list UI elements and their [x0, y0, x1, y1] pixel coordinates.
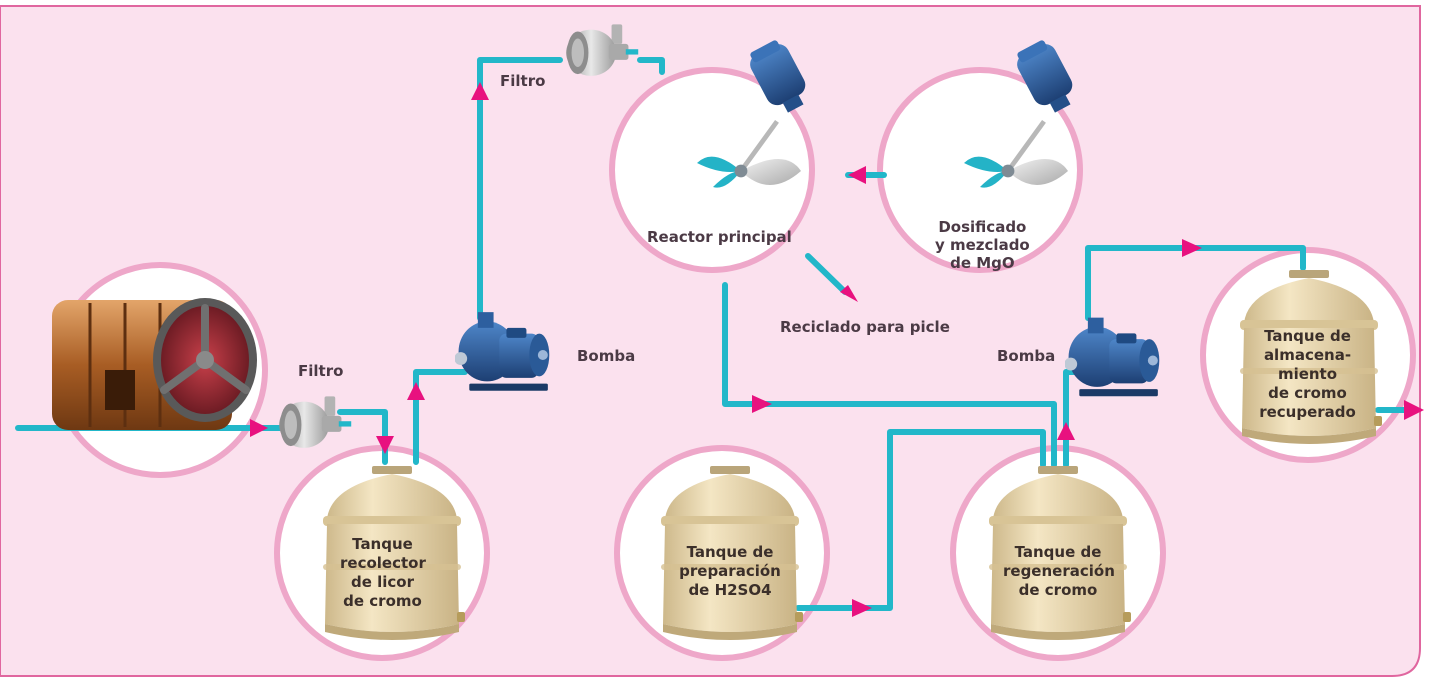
- bomba-label-2: Bomba: [997, 347, 1056, 365]
- flow-arrows: [250, 82, 1424, 617]
- pipe-tank-to-pump1: [413, 369, 468, 465]
- bomba-label-1: Bomba: [577, 347, 636, 365]
- filtro-label-1: Filtro: [298, 362, 344, 380]
- tanque-h2so4-label: Tanque de preparación de H2SO4: [679, 543, 781, 599]
- filtro-label-2: Filtro: [500, 72, 546, 90]
- arrow-up: [471, 82, 489, 100]
- tanque-recolector-label: Tanque recolector de licor de cromo: [340, 535, 426, 610]
- pipe-reactor-recycle: [805, 253, 848, 295]
- reciclado-label: Reciclado para picle: [780, 318, 950, 336]
- tanning-drum-icon: [52, 298, 257, 430]
- arrow-up: [407, 382, 425, 400]
- arrow-left: [848, 166, 866, 184]
- arrow-right: [1404, 400, 1424, 420]
- arrow-down: [376, 436, 394, 454]
- arrow-down-right: [840, 285, 858, 302]
- dosificado-circle: [877, 67, 1083, 273]
- reactor-label: Reactor principal: [647, 228, 792, 246]
- tanque-almacenamiento-label: Tanque de almacena- miento de cromo recu…: [1259, 327, 1356, 421]
- arrow-right: [1182, 239, 1202, 257]
- dosificado-label: Dosificado y mezclado de MgO: [935, 218, 1030, 272]
- pipe-reactor-to-regen: [722, 282, 1057, 468]
- pipe-pump1-up: [477, 57, 563, 321]
- pipe-filter2-out: [637, 57, 665, 75]
- arrow-right: [852, 599, 872, 617]
- arrow-up: [1057, 422, 1075, 440]
- arrow-right: [752, 395, 772, 413]
- reactor-circle: [609, 67, 815, 273]
- arrow-right: [250, 419, 268, 437]
- tanque-regeneracion-label: Tanque de regeneración de cromo: [1003, 543, 1115, 599]
